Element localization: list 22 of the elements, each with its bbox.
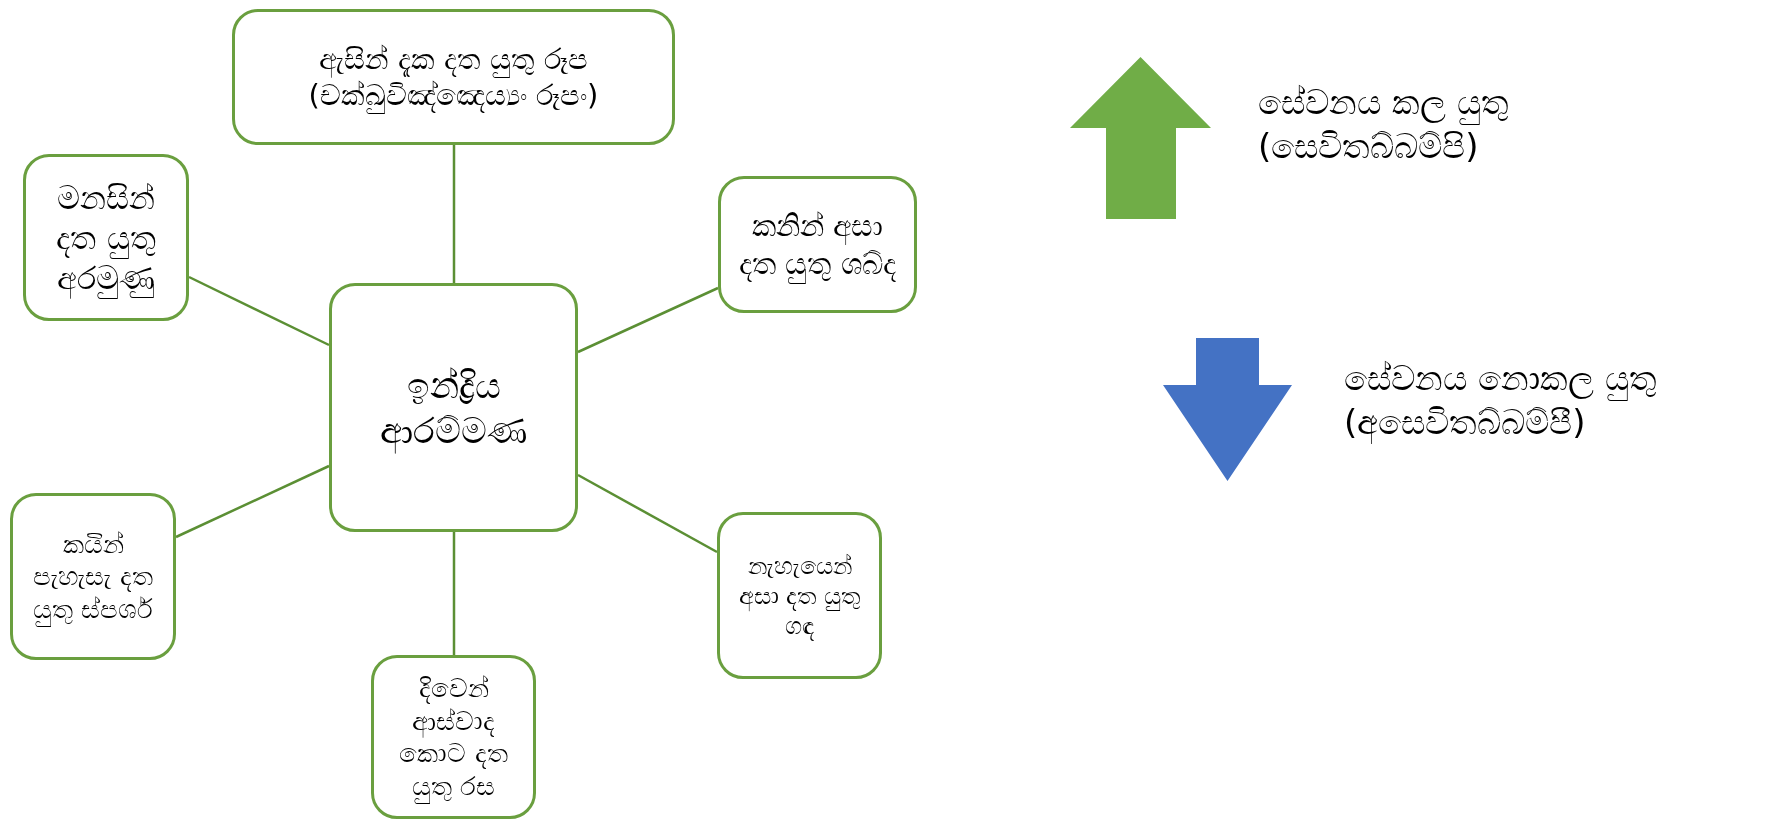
connector-line <box>577 286 719 354</box>
node-text: මනසින් දත යුතු අරමුණු <box>55 177 157 298</box>
node-text: කනින් අසා දත යුතු ශබ්ද <box>732 207 903 282</box>
legend-text: සේවනය නොකල යුතු (අසෙවිතබ්බම්පී) <box>1344 357 1658 445</box>
rounded-box <box>718 176 917 313</box>
connector-line <box>452 532 456 655</box>
rounded-box <box>329 283 578 532</box>
connector-line <box>452 145 456 283</box>
node-text: ඉන්ද්‍රිය ආරම්මණ <box>353 362 554 453</box>
connector-line <box>188 275 330 347</box>
rounded-box <box>23 154 189 321</box>
node-text: නැහැයෙන් අසා දත යුතු ගඳ <box>737 550 862 641</box>
rounded-box <box>232 9 675 145</box>
node-text: ඇසින් දැක දත යුතු රූප (චක්ඛුවිඤ්ඤෙය්‍යං රූපං) <box>307 40 600 114</box>
legend-text: සේවනය කල යුතු (සෙවිතබ්බම්පි) <box>1258 81 1510 169</box>
connector-line <box>577 473 718 554</box>
rounded-box <box>371 655 536 819</box>
rounded-box <box>717 512 882 679</box>
rounded-box <box>10 493 176 660</box>
node-text: දිවෙන් ආස්වාද කොට දත යුතු රස <box>383 672 524 802</box>
connector-line <box>175 464 330 539</box>
node-text: කයින් පැහැසැ දත යුතු ස්පර්ශ <box>23 527 163 626</box>
